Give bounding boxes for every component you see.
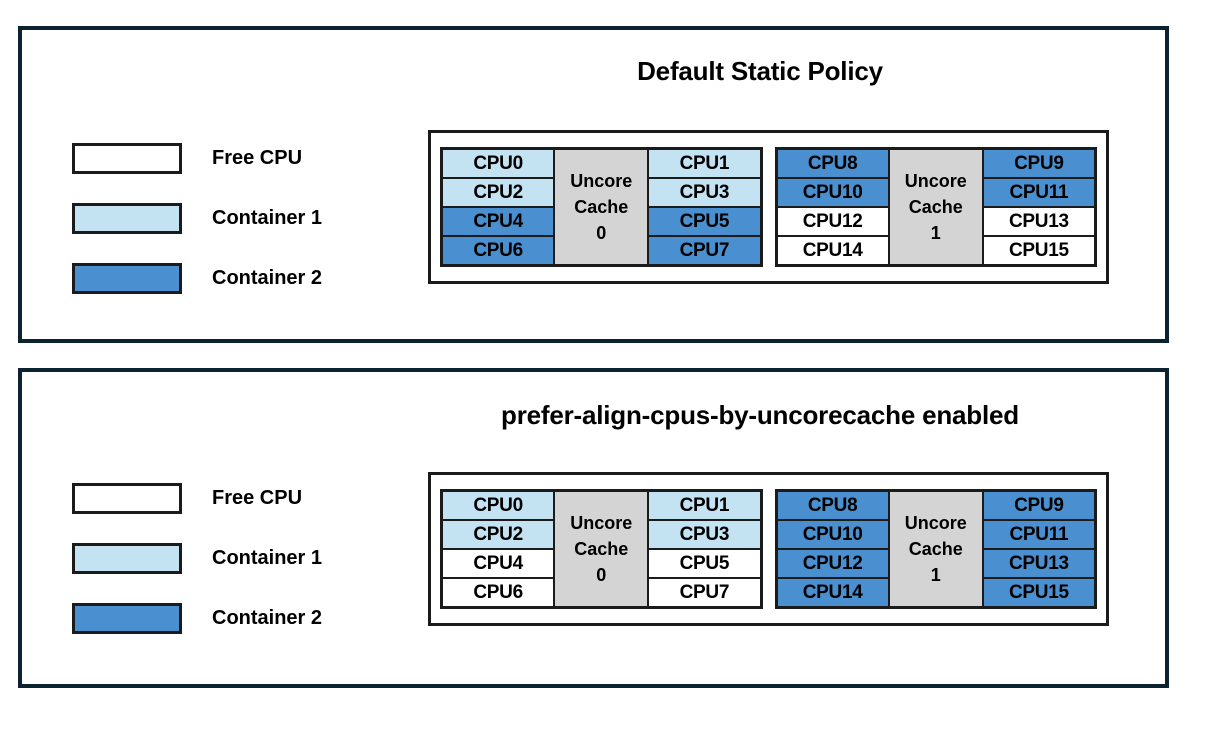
legend-item-free-cpu: Free CPU (72, 128, 402, 188)
cpu-column-left: CPU0 CPU2 CPU4 CPU6 (443, 492, 554, 606)
cpu-topology-diagram-default: CPU0 CPU2 CPU4 CPU6 Uncore Cache 0 CPU1 … (428, 130, 1109, 284)
uncore-cache-label-line1: Uncore (570, 170, 633, 191)
uncore-cache-box-1: Uncore Cache 1 (887, 492, 984, 606)
legend-label-container-1: Container 1 (212, 206, 323, 229)
cpu-cell: CPU3 (649, 179, 760, 208)
uncore-cache-label-line2: Cache (908, 196, 963, 217)
uncore-cache-index: 1 (930, 565, 941, 586)
cpu-cell: CPU0 (443, 492, 554, 521)
cpu-cell: CPU6 (443, 579, 554, 606)
cpu-column-left: CPU0 CPU2 CPU4 CPU6 (443, 150, 554, 264)
uncore-cache-index: 1 (930, 223, 941, 244)
page-title-prefer-align-cpus-by-uncorecache: prefer-align-cpus-by-uncorecache enabled (501, 400, 1019, 430)
legend-item-container-1: Container 1 (72, 528, 402, 588)
cpu-cell: CPU1 (649, 492, 760, 521)
legend-swatch-container-2 (72, 262, 182, 294)
cpu-cell: CPU10 (777, 179, 888, 208)
legend-label-container-2: Container 2 (212, 266, 323, 289)
uncore-cache-label-line1: Uncore (570, 512, 633, 533)
cpu-cell: CPU0 (443, 150, 554, 179)
legend-item-container-2: Container 2 (72, 588, 402, 648)
cpu-cell: CPU7 (649, 579, 760, 606)
legend-swatch-free-cpu (72, 482, 182, 514)
legend-item-container-2: Container 2 (72, 248, 402, 308)
cpu-cell: CPU3 (649, 521, 760, 550)
cpu-cell: CPU9 (983, 492, 1094, 521)
legend-item-container-1: Container 1 (72, 188, 402, 248)
cpu-column-left: CPU8 CPU10 CPU12 CPU14 (777, 492, 888, 606)
cpu-cell: CPU11 (983, 521, 1094, 550)
legend-item-free-cpu: Free CPU (72, 468, 402, 528)
cpu-cell: CPU8 (777, 492, 888, 521)
cpu-cell: CPU2 (443, 179, 554, 208)
cpu-column-right: CPU9 CPU11 CPU13 CPU15 (983, 492, 1094, 606)
cpu-cell: CPU15 (983, 237, 1094, 264)
uncore-cache-index: 0 (596, 565, 607, 586)
legend-swatch-container-2 (72, 602, 182, 634)
cpu-cell: CPU12 (777, 208, 888, 237)
cpu-cell: CPU14 (777, 579, 888, 606)
uncore-cache-box-1: Uncore Cache 1 (887, 150, 984, 264)
cpu-column-right: CPU1 CPU3 CPU5 CPU7 (649, 150, 760, 264)
uncore-cache-label-line1: Uncore (904, 170, 967, 191)
uncore-cache-label-line2: Cache (908, 538, 963, 559)
legend-label-container-1: Container 1 (212, 546, 323, 569)
cpu-cell: CPU4 (443, 550, 554, 579)
cpu-cell: CPU1 (649, 150, 760, 179)
uncore-group-1: CPU8 CPU10 CPU12 CPU14 Uncore Cache 1 CP… (774, 147, 1097, 267)
cpu-cell: CPU6 (443, 237, 554, 264)
legend-swatch-container-1 (72, 202, 182, 234)
cpu-topology-diagram-prefer-align: CPU0 CPU2 CPU4 CPU6 Uncore Cache 0 CPU1 … (428, 472, 1109, 626)
cpu-cell: CPU9 (983, 150, 1094, 179)
cpu-column-right: CPU9 CPU11 CPU13 CPU15 (983, 150, 1094, 264)
cpu-cell: CPU14 (777, 237, 888, 264)
cpu-cell: CPU13 (983, 550, 1094, 579)
uncore-cache-label-line2: Cache (574, 538, 629, 559)
cpu-cell: CPU4 (443, 208, 554, 237)
uncore-cache-label-line2: Cache (574, 196, 629, 217)
uncore-group-0: CPU0 CPU2 CPU4 CPU6 Uncore Cache 0 CPU1 … (440, 489, 763, 609)
cpu-cell: CPU5 (649, 208, 760, 237)
uncore-cache-label-line1: Uncore (904, 512, 967, 533)
cpu-cell: CPU8 (777, 150, 888, 179)
legend-top: Free CPU Container 1 Container 2 (72, 128, 402, 308)
cpu-cell: CPU10 (777, 521, 888, 550)
page-title-default-static-policy: Default Static Policy (637, 56, 883, 86)
legend-label-free-cpu: Free CPU (212, 486, 303, 509)
legend-bottom: Free CPU Container 1 Container 2 (72, 468, 402, 648)
cpu-cell: CPU2 (443, 521, 554, 550)
legend-label-free-cpu: Free CPU (212, 146, 303, 169)
legend-swatch-container-1 (72, 542, 182, 574)
cpu-cell: CPU11 (983, 179, 1094, 208)
legend-label-container-2: Container 2 (212, 606, 323, 629)
uncore-group-1: CPU8 CPU10 CPU12 CPU14 Uncore Cache 1 CP… (774, 489, 1097, 609)
uncore-group-0: CPU0 CPU2 CPU4 CPU6 Uncore Cache 0 CPU1 … (440, 147, 763, 267)
cpu-column-right: CPU1 CPU3 CPU5 CPU7 (649, 492, 760, 606)
cpu-cell: CPU7 (649, 237, 760, 264)
uncore-cache-box-0: Uncore Cache 0 (553, 150, 650, 264)
cpu-cell: CPU12 (777, 550, 888, 579)
cpu-cell: CPU13 (983, 208, 1094, 237)
uncore-cache-index: 0 (596, 223, 607, 244)
uncore-cache-box-0: Uncore Cache 0 (553, 492, 650, 606)
cpu-cell: CPU15 (983, 579, 1094, 606)
legend-swatch-free-cpu (72, 142, 182, 174)
cpu-cell: CPU5 (649, 550, 760, 579)
cpu-column-left: CPU8 CPU10 CPU12 CPU14 (777, 150, 888, 264)
